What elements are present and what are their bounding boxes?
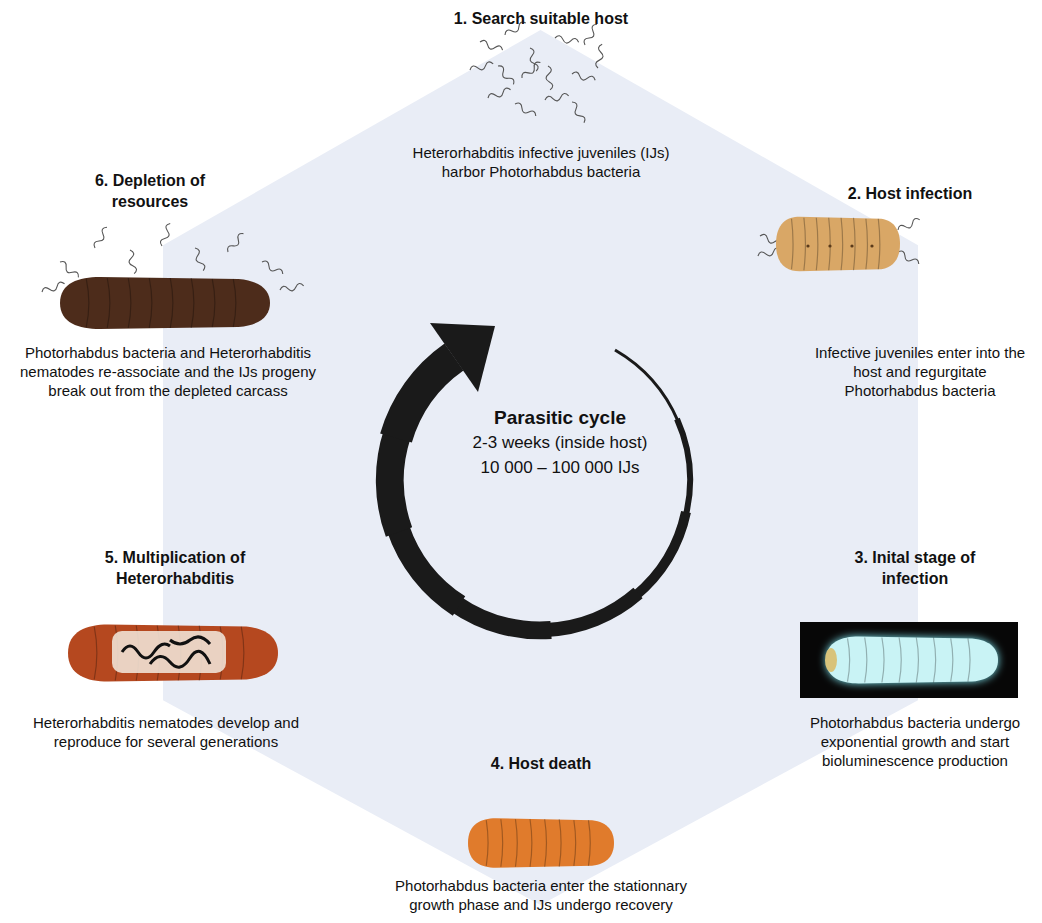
larva-multiplication bbox=[68, 624, 278, 681]
stage-heading: 6. Depletion of resources bbox=[70, 170, 230, 212]
stage-description: Heterorhabditis nematodes develop and re… bbox=[16, 713, 316, 751]
stage-description: Photorhabdus bacteria undergo exponentia… bbox=[795, 713, 1035, 770]
stage-description: Photorhabdus bacteria enter the stationn… bbox=[371, 876, 711, 914]
cycle-title: Parasitic cycle bbox=[473, 405, 648, 430]
arrow-head bbox=[430, 323, 495, 392]
stage-description: Photorhabdus bacteria and Heterorhabditi… bbox=[18, 343, 318, 400]
cycle-arrow bbox=[390, 350, 690, 630]
larva-infection bbox=[757, 217, 921, 272]
stage-heading: 5. Multiplication of Heterorhabditis bbox=[80, 547, 270, 589]
cycle-hexagon: Parasitic cycle2-3 weeks (inside host)10… bbox=[163, 30, 918, 905]
stage-heading: 3. Inital stage of infection bbox=[848, 547, 983, 589]
stage-heading: 4. Host death bbox=[431, 753, 651, 774]
nematode-swarm bbox=[469, 20, 605, 124]
stage-description: Infective juveniles enter into the host … bbox=[805, 343, 1035, 400]
glowing-larva bbox=[800, 622, 1018, 698]
cycle-detail: 10 000 – 100 000 IJs bbox=[473, 455, 648, 480]
larva-dead bbox=[468, 818, 614, 867]
cycle-summary: Parasitic cycle2-3 weeks (inside host)10… bbox=[473, 405, 648, 480]
stage-description: Heterorhabditis infective juveniles (IJs… bbox=[406, 143, 676, 181]
cycle-detail: 2-3 weeks (inside host) bbox=[473, 430, 648, 455]
stage-heading: 1. Search suitable host bbox=[391, 8, 691, 29]
hexagon-fill bbox=[163, 30, 918, 905]
stage-heading: 2. Host infection bbox=[800, 183, 1020, 204]
larva-carcass bbox=[41, 222, 304, 329]
